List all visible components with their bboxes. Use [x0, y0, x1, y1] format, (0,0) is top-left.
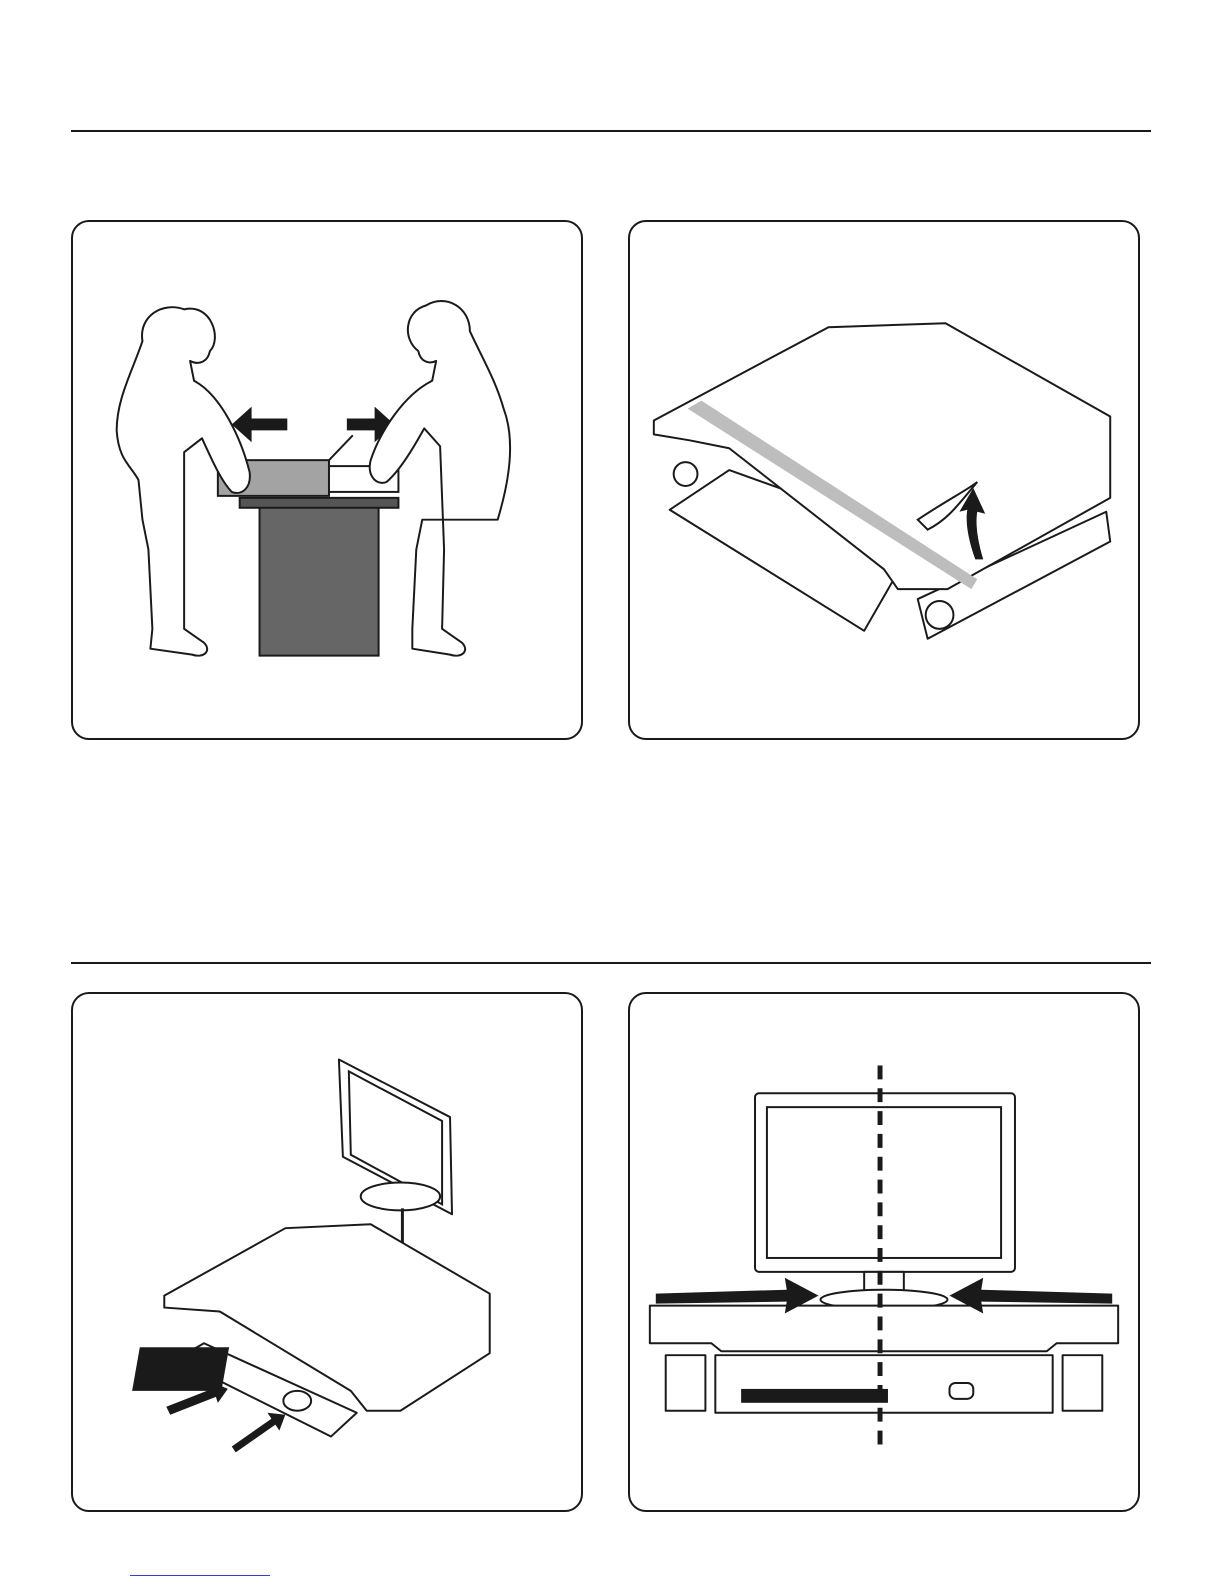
panel-center-monitor [628, 992, 1140, 1512]
remove-tape-illustration [630, 222, 1138, 738]
mouse-icon [283, 1391, 311, 1411]
monitor-stand-base [361, 1183, 440, 1211]
work-surface [650, 1306, 1118, 1352]
person-left [117, 307, 250, 655]
center-monitor-illustration [630, 994, 1138, 1510]
panel-unbox [71, 220, 583, 740]
bracket-left [666, 1355, 706, 1411]
person-right [370, 301, 510, 656]
footer-link-underline[interactable] [130, 1575, 270, 1576]
top-divider [71, 130, 1151, 132]
desk [260, 505, 379, 656]
hinge-back [674, 462, 698, 486]
bracket-right [1063, 1355, 1103, 1411]
arrow-mouse-icon [232, 1413, 286, 1453]
keyboard-tray [715, 1355, 1052, 1413]
mouse-icon [949, 1383, 973, 1399]
arrow-left-icon [232, 407, 288, 443]
hinge-front [926, 601, 954, 629]
unbox-illustration [73, 222, 581, 738]
desk-top [240, 498, 399, 508]
panel-remove-tape [628, 220, 1140, 740]
panel-place-equipment [71, 992, 583, 1512]
middle-divider [71, 962, 1151, 964]
place-equipment-illustration [73, 994, 581, 1510]
keyboard-icon [741, 1389, 888, 1403]
